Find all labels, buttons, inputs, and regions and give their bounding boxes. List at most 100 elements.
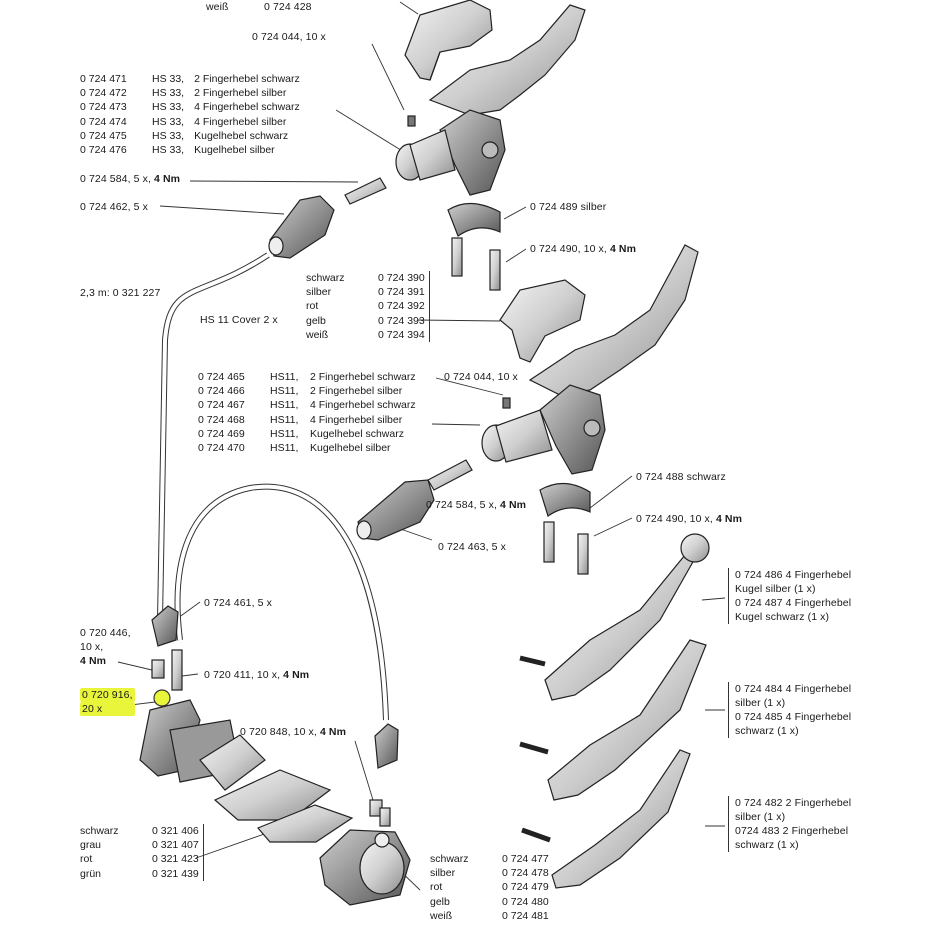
part-number: 0 724 479: [502, 881, 549, 894]
quantity: 20 x: [80, 702, 135, 716]
parts-row: 0 724 473 HS 33, 4 Fingerhebel schwarz: [80, 100, 310, 114]
part-number: 0 724 467: [198, 399, 245, 412]
model: HS 33,: [152, 101, 185, 114]
part-number: 0 724 490, 10 x,: [636, 513, 713, 525]
torque: 4 Nm: [80, 655, 107, 667]
part-number: 0 720 446,: [80, 627, 131, 639]
top-hose-cover: [268, 195, 335, 259]
torque: 4 Nm: [154, 173, 181, 185]
lever-line: 0 724 482 2 Fingerhebel: [735, 797, 852, 809]
left-brake-cylinder: [139, 605, 266, 791]
brake-pads: [213, 769, 354, 843]
label-screw-top: 0 724 044, 10 x: [252, 31, 326, 43]
lever-kugel-desc: 0 724 486 4 Fingerhebel Kugel silber (1 …: [728, 568, 851, 624]
description: 4 Fingerhebel silber: [310, 413, 403, 426]
part-number: 0 321 439: [152, 866, 204, 881]
label-part-411: 0 720 411, 10 x, 4 Nm: [204, 668, 309, 682]
model: HS 33,: [152, 144, 185, 157]
torque: 4 Nm: [283, 669, 310, 681]
part-number: 0 724 473: [80, 101, 127, 114]
model: HS11,: [270, 427, 299, 440]
label-part-848: 0 720 848, 10 x, 4 Nm: [240, 725, 346, 739]
part-number: 0 724 584, 5 x,: [426, 499, 497, 511]
model: HS11,: [270, 442, 299, 455]
color-name: rot: [430, 881, 443, 894]
lever-line: 0 724 484 4 Fingerhebel: [735, 683, 852, 695]
label-clamp-top: 0 724 489 silber: [530, 201, 607, 213]
label-part-916-highlighted: 0 720 916, 20 x: [80, 688, 135, 716]
model: HS11,: [270, 385, 299, 398]
brake-hoses: [157, 252, 389, 721]
lever-line: 0 724 486 4 Fingerhebel: [735, 569, 852, 581]
torque: 4 Nm: [500, 499, 527, 511]
label-bolt-mid: 0 724 490, 10 x, 4 Nm: [636, 512, 742, 526]
part-number: 0 724 390: [378, 271, 430, 286]
label-hose-length: 2,3 m: 0 321 227: [80, 287, 161, 299]
color-name: schwarz: [430, 853, 469, 865]
part-number: 0 321 407: [152, 838, 204, 853]
part-number: 0 321 423: [152, 852, 204, 867]
description: Kugelhebel silber: [194, 144, 275, 157]
top-lever-assembly: [344, 4, 586, 291]
description: 4 Fingerhebel silber: [194, 115, 287, 128]
part-number: 0 720 916,: [80, 688, 135, 702]
mid-hose-cover: [356, 479, 435, 541]
color-row: grün 0 321 439: [80, 866, 204, 881]
color-name: weiß: [430, 909, 453, 922]
part-number: 0 724 472: [80, 87, 127, 100]
color-name: weiß: [306, 328, 329, 341]
lever-line: 0 724 485 4 Fingerhebel: [735, 711, 852, 723]
description: 2 Fingerhebel silber: [310, 385, 403, 398]
description: 2 Fingerhebel schwarz: [194, 73, 300, 85]
color-name: silber: [306, 286, 332, 299]
lever-4finger-desc: 0 724 484 4 Fingerhebel silber (1 x) 0 7…: [728, 682, 851, 738]
part-number: 0 724 480: [502, 895, 549, 908]
color-row: rot 0 724 479: [430, 880, 559, 894]
mid-lever-cover: [499, 279, 586, 363]
quantity: 10 x,: [80, 641, 104, 653]
part-number: 0 724 392: [378, 299, 430, 314]
label-cover-mid: 0 724 463, 5 x: [438, 541, 506, 553]
label-clamp-mid: 0 724 488 schwarz: [636, 471, 726, 483]
color-name: schwarz: [306, 272, 345, 284]
part-number: 0 720 411, 10 x,: [204, 669, 281, 681]
spare-lever-2finger: [521, 749, 691, 889]
label-bolt-top: 0 724 490, 10 x, 4 Nm: [530, 242, 636, 256]
color-row: weiß 0 724 394: [306, 327, 430, 343]
color-row: schwarz 0 724 390: [306, 271, 430, 286]
description: 4 Fingerhebel schwarz: [194, 101, 300, 114]
model: HS11,: [270, 399, 299, 412]
part-number: 0 724 393: [378, 313, 430, 328]
model: HS11,: [270, 371, 299, 383]
description: 2 Fingerhebel silber: [194, 87, 287, 100]
part-number: 0 724 394: [378, 327, 430, 343]
lever-line: 0724 483 2 Fingerhebel: [735, 825, 849, 837]
part-number: 0 724 466: [198, 385, 245, 398]
lever-line: silber (1 x): [735, 697, 786, 709]
part-number: 0 724 490, 10 x,: [530, 243, 607, 255]
color-name: grün: [80, 867, 102, 880]
part-number: 0 321 406: [152, 824, 204, 839]
part-number: 0 724 391: [378, 285, 430, 300]
model: HS 33,: [152, 129, 185, 142]
torque: 4 Nm: [319, 726, 347, 738]
right-brake-cylinder: [319, 723, 411, 906]
label-screw-mid: 0 724 044, 10 x: [444, 371, 518, 383]
color-row: silber 0 724 391: [306, 285, 430, 300]
